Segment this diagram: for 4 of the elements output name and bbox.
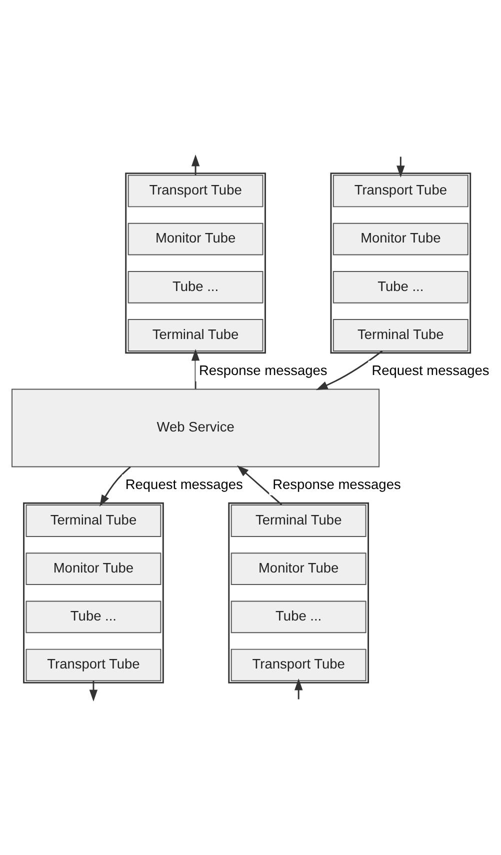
edge-label: Response messages [272,476,401,492]
edge-label: Response messages [198,362,328,378]
edge-label: Request messages [372,362,490,378]
edge-label: Request messages [125,476,243,492]
